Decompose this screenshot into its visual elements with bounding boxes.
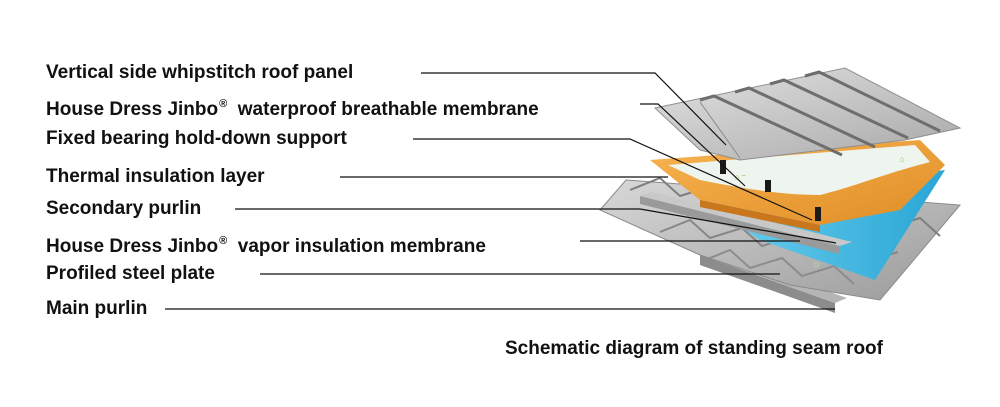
leader-line-secondary-purlin — [235, 208, 837, 244]
label-hold-down-support: Fixed bearing hold-down support — [46, 128, 347, 149]
leader-lines — [165, 72, 837, 310]
secondary-purlin — [640, 192, 852, 254]
label-insulation-layer: Thermal insulation layer — [46, 166, 265, 187]
svg-text:⌂: ⌂ — [899, 154, 906, 164]
leader-line-waterproof-membrane — [640, 103, 746, 187]
label-secondary-purlin: Secondary purlin — [46, 198, 202, 219]
svg-text:⌂: ⌂ — [811, 258, 821, 269]
leader-line-roof-panel — [421, 72, 727, 146]
label-steel-plate: Profiled steel plate — [46, 263, 215, 284]
svg-text:⌂ ~: ⌂ ~ — [734, 171, 748, 182]
fixed-bearing-hold-down-support — [720, 160, 821, 221]
registered-mark: ® — [219, 235, 228, 247]
leader-line-hold-down-support — [413, 138, 813, 221]
registered-mark: ® — [219, 98, 228, 110]
label-main-purlin: Main purlin — [46, 298, 148, 319]
standing-seam-roof-panel — [653, 67, 962, 161]
diagram-caption: Schematic diagram of standing seam roof — [505, 338, 883, 359]
label-roof-panel: Vertical side whipstitch roof panel — [46, 62, 354, 83]
label-vapor-membrane: House Dress Jinbo® vapor insulation memb… — [46, 235, 486, 257]
label-waterproof-membrane: House Dress Jinbo® waterproof breathable… — [46, 98, 539, 120]
waterproof-breathable-membrane: ⌂ ~ ⌂ — [668, 145, 930, 195]
